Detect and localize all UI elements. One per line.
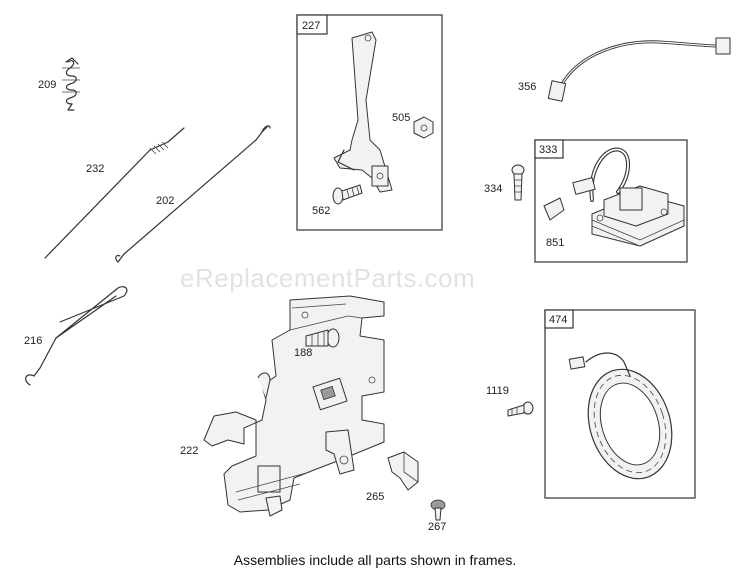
frame-label-474: 474: [549, 314, 567, 326]
ignition-coil-part: [543, 147, 685, 247]
screw-1119-part: [507, 401, 534, 417]
screw-188-part: [305, 328, 340, 348]
throttle-lever-part: [333, 31, 393, 193]
part-label-188[interactable]: 188: [294, 347, 312, 359]
link-rod-202-part: [115, 125, 271, 263]
frame-label-227: 227: [302, 20, 320, 32]
part-label-334[interactable]: 334: [484, 183, 502, 195]
spring-209-part: [62, 57, 80, 111]
nut-505-part: [413, 116, 434, 139]
watermark-text: eReplacementParts.com: [180, 263, 475, 293]
screw-562-part: [332, 184, 363, 205]
part-label-1119[interactable]: 1119: [486, 385, 509, 397]
part-label-356[interactable]: 356: [518, 81, 536, 93]
frame-label-333: 333: [539, 144, 557, 156]
part-label-505[interactable]: 505: [392, 112, 410, 124]
part-label-267[interactable]: 267: [428, 521, 446, 533]
part-label-202[interactable]: 202: [156, 195, 174, 207]
frame-227[interactable]: 227: [296, 14, 443, 231]
part-label-216[interactable]: 216: [24, 335, 42, 347]
part-label-222[interactable]: 222: [180, 445, 198, 457]
part-label-232[interactable]: 232: [86, 163, 104, 175]
screw-267-part: [430, 499, 446, 521]
link-rod-216-part: [25, 286, 128, 386]
screw-334-part: [511, 164, 525, 201]
ground-wire-356-part: [547, 37, 731, 102]
clip-265-part: [387, 451, 419, 491]
diagram-caption: Assemblies include all parts shown in fr…: [233, 552, 517, 568]
alternator-stator-part: [568, 352, 673, 480]
part-label-209[interactable]: 209: [38, 79, 56, 91]
part-label-562[interactable]: 562: [312, 205, 330, 217]
part-label-265[interactable]: 265: [366, 491, 384, 503]
control-bracket-222-part: [203, 295, 385, 517]
part-label-851[interactable]: 851: [546, 237, 564, 249]
frame-474[interactable]: 474: [544, 309, 696, 499]
governor-spring-232-part: [44, 127, 185, 259]
frame-333[interactable]: 333: [534, 139, 688, 263]
